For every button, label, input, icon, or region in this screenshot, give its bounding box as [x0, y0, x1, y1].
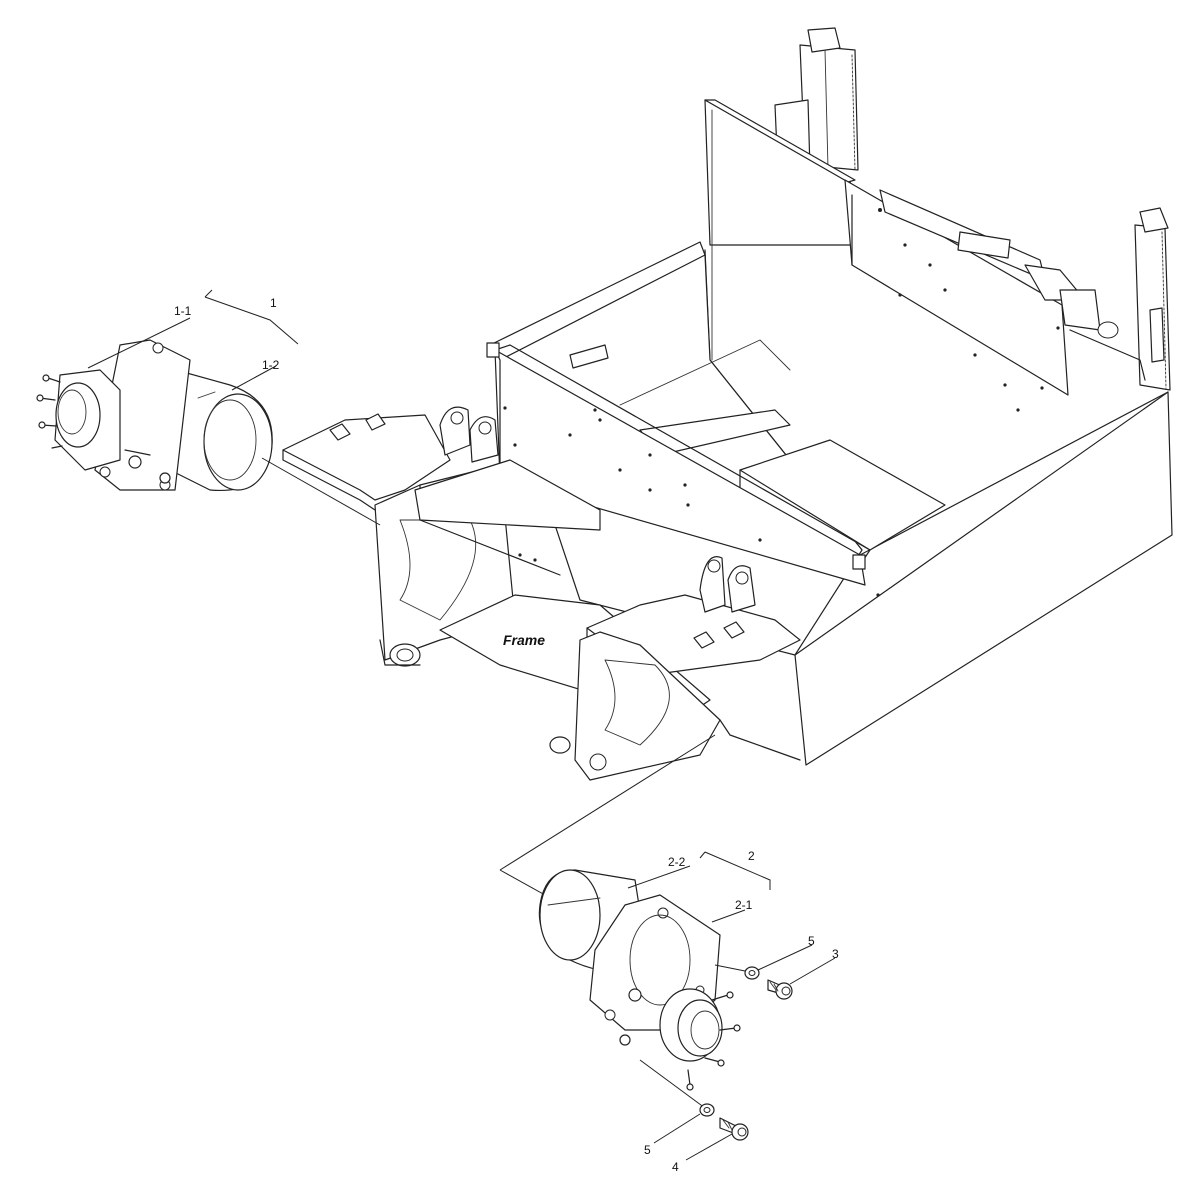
item-2-drive-motor [499, 734, 751, 1109]
mounting-holes [503, 208, 1060, 597]
item-5-washer-upper [744, 966, 760, 980]
rear-tower-right [1134, 207, 1171, 391]
item-1-drive-motor [36, 339, 381, 526]
callout-4: 4 [672, 1160, 679, 1174]
callout-1: 1 [270, 296, 277, 310]
callout-1-2: 1-2 [262, 358, 280, 372]
frame-label: Frame [503, 632, 545, 648]
callout-leaders [87, 289, 836, 1161]
left-mount-plate [282, 414, 451, 501]
callout-2-1: 2-1 [735, 898, 753, 912]
right-outer-wall [794, 391, 1173, 766]
left-inner-wall [494, 349, 866, 586]
wheel-studs [36, 374, 63, 449]
right-loader-bracket [574, 631, 721, 781]
callout-1-1: 1-1 [174, 304, 192, 318]
callout-5-lower: 5 [644, 1143, 651, 1157]
item-5-washer-lower [699, 1103, 715, 1117]
frame-assembly [282, 27, 1173, 781]
callout-3: 3 [832, 947, 839, 961]
callout-2: 2 [748, 849, 755, 863]
right-inner-wall [844, 179, 1069, 396]
item-3-bolt [767, 979, 793, 1000]
item-4-bolt [719, 1117, 749, 1141]
callout-5-upper: 5 [808, 934, 815, 948]
callout-2-2: 2-2 [668, 855, 686, 869]
wheel-studs-right [686, 991, 741, 1091]
callout-labels: 1 1-1 1-2 2 2-2 2-1 5 3 5 4 Frame [174, 296, 839, 1174]
